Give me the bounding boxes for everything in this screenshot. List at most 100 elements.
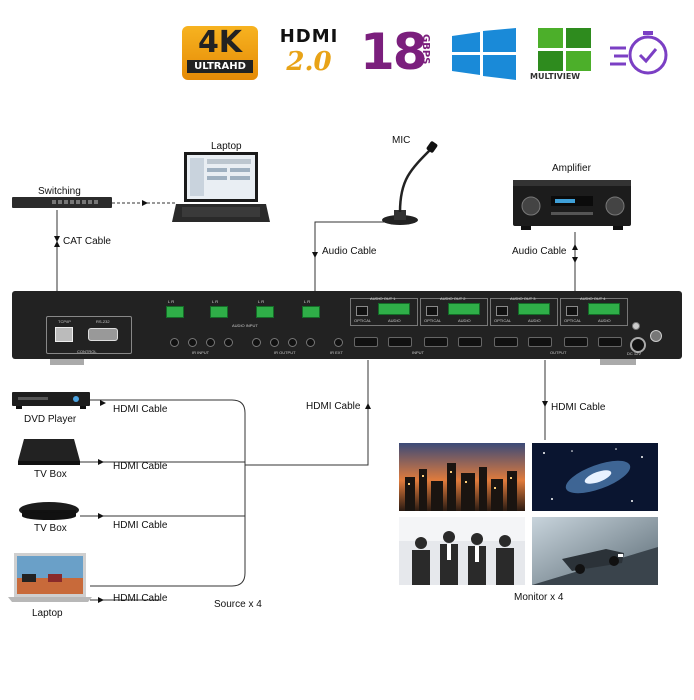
windows-logo-icon bbox=[452, 28, 516, 80]
hdmi-cable-dvd-label: HDMI Cable bbox=[113, 404, 168, 415]
optical-port-1 bbox=[356, 306, 368, 316]
panel-foot-right bbox=[600, 359, 636, 365]
hdmi-cable-in-label: HDMI Cable bbox=[306, 401, 361, 412]
hdmi-input-port-2 bbox=[388, 337, 412, 347]
audio-label-2: AUDIO bbox=[458, 318, 471, 323]
panel-foot-left bbox=[50, 359, 84, 365]
gbps-number: 18 bbox=[360, 23, 428, 81]
lr-label-1: L R bbox=[168, 299, 175, 304]
rj45-port bbox=[55, 327, 73, 342]
ir-input-port-3 bbox=[206, 338, 215, 347]
amplifier-label: Amplifier bbox=[552, 163, 591, 174]
audio-out-4-terminal bbox=[588, 303, 620, 315]
hdmi-cable-tvbox1-label: HDMI Cable bbox=[113, 461, 168, 472]
laptop-source-icon bbox=[8, 553, 92, 602]
audio-out-3-block bbox=[490, 298, 558, 326]
ir-output-port-2 bbox=[270, 338, 279, 347]
mic-label: MIC bbox=[392, 135, 411, 146]
hdmi-version-text: 2.0 bbox=[286, 47, 332, 77]
dc-label: DC 12V bbox=[627, 351, 642, 356]
source-count-label: Source x 4 bbox=[214, 599, 262, 610]
cat-cable-label: CAT Cable bbox=[63, 236, 111, 247]
audio-input-terminal-2 bbox=[210, 306, 228, 318]
ir-input-port-4 bbox=[224, 338, 233, 347]
dvd-player-icon bbox=[12, 392, 90, 409]
hdmi-input-port-1 bbox=[354, 337, 378, 347]
optical-label-3: OPTICAL bbox=[494, 318, 512, 323]
ir-ext-port bbox=[334, 338, 343, 347]
monitor-3-business-image bbox=[399, 517, 525, 585]
hdmi-output-port-4 bbox=[598, 337, 622, 347]
ir-input-port-1 bbox=[170, 338, 179, 347]
hdmi-text: HDMI bbox=[279, 26, 339, 47]
laptop-top-label: Laptop bbox=[211, 141, 242, 152]
audio-cable-left-label: Audio Cable bbox=[322, 246, 377, 257]
power-led bbox=[632, 322, 640, 330]
audio-input-terminal-3 bbox=[256, 306, 274, 318]
audio-out-3-terminal bbox=[518, 303, 550, 315]
network-switch-icon bbox=[12, 197, 112, 208]
audio-out-1-label: AUDIO OUT 1 bbox=[370, 296, 396, 301]
microphone-icon bbox=[382, 141, 438, 225]
audio-out-4-label: AUDIO OUT 4 bbox=[580, 296, 606, 301]
dvd-player-label: DVD Player bbox=[24, 414, 77, 425]
control-ports-box bbox=[46, 316, 132, 354]
hdmi-cable-laptop-label: HDMI Cable bbox=[113, 593, 168, 604]
monitor-1-city-image bbox=[399, 443, 525, 511]
gbps-unit: GBPS bbox=[420, 34, 431, 65]
multiview-text: MULTIVIEW bbox=[530, 72, 581, 81]
tv-box-1-label: TV Box bbox=[34, 469, 67, 480]
ultrahd-text: ULTRAHD bbox=[187, 60, 253, 73]
hdmi-cable-out-label: HDMI Cable bbox=[551, 402, 606, 413]
switching-label: Switching bbox=[38, 186, 81, 197]
audio-out-3-label: AUDIO OUT 3 bbox=[510, 296, 536, 301]
ir-output-port-4 bbox=[306, 338, 315, 347]
audio-input-label: AUDIO INPUT bbox=[232, 323, 258, 328]
tcpip-label: TCP/IP bbox=[58, 319, 71, 324]
hdmi-output-port-1 bbox=[494, 337, 518, 347]
monitor-2-galaxy-image bbox=[532, 443, 658, 511]
optical-label-2: OPTICAL bbox=[424, 318, 442, 323]
hdmi-input-port-4 bbox=[458, 337, 482, 347]
18gbps-logo: 18 GBPS bbox=[360, 23, 440, 81]
rs232-label: RS-232 bbox=[96, 319, 110, 324]
amplifier-icon bbox=[513, 180, 631, 230]
output-label: OUTPUT bbox=[550, 350, 567, 355]
laptop-bottom-label: Laptop bbox=[32, 608, 63, 619]
lr-label-2: L R bbox=[212, 299, 219, 304]
optical-label-1: OPTICAL bbox=[354, 318, 372, 323]
optical-port-2 bbox=[426, 306, 438, 316]
tv-box-2-icon bbox=[19, 502, 79, 520]
monitor-4-car-image bbox=[532, 517, 658, 585]
audio-out-2-label: AUDIO OUT 2 bbox=[440, 296, 466, 301]
tv-box-2-label: TV Box bbox=[34, 523, 67, 534]
multiview-icon bbox=[538, 28, 591, 71]
audio-label-3: AUDIO bbox=[528, 318, 541, 323]
audio-label-4: AUDIO bbox=[598, 318, 611, 323]
audio-label-1: AUDIO bbox=[388, 318, 401, 323]
hdmi-2-logo: HDMI 2.0 bbox=[270, 26, 348, 80]
audio-out-1-block bbox=[350, 298, 418, 326]
ir-input-label: IR INPUT bbox=[192, 350, 210, 355]
audio-cable-right-label: Audio Cable bbox=[512, 246, 567, 257]
hdmi-output-port-3 bbox=[564, 337, 588, 347]
fast-switch-timer-icon bbox=[610, 31, 668, 75]
tv-box-1-icon bbox=[18, 439, 80, 465]
audio-input-terminal-1 bbox=[166, 306, 184, 318]
4k-text: 4K bbox=[197, 25, 243, 60]
optical-port-4 bbox=[566, 306, 578, 316]
ir-output-label: IR OUTPUT bbox=[274, 350, 296, 355]
audio-out-2-terminal bbox=[448, 303, 480, 315]
input-label: INPUT bbox=[412, 350, 424, 355]
audio-out-4-block bbox=[560, 298, 628, 326]
hdmi-cable-tvbox2-label: HDMI Cable bbox=[113, 520, 168, 531]
audio-input-terminal-4 bbox=[302, 306, 320, 318]
audio-out-1-terminal bbox=[378, 303, 410, 315]
hdmi-input-port-3 bbox=[424, 337, 448, 347]
lr-label-3: L R bbox=[258, 299, 265, 304]
optical-port-3 bbox=[496, 306, 508, 316]
ground-screw bbox=[650, 330, 662, 342]
dc-power-jack bbox=[630, 337, 646, 353]
laptop-control-icon bbox=[172, 152, 270, 222]
ir-output-port-1 bbox=[252, 338, 261, 347]
